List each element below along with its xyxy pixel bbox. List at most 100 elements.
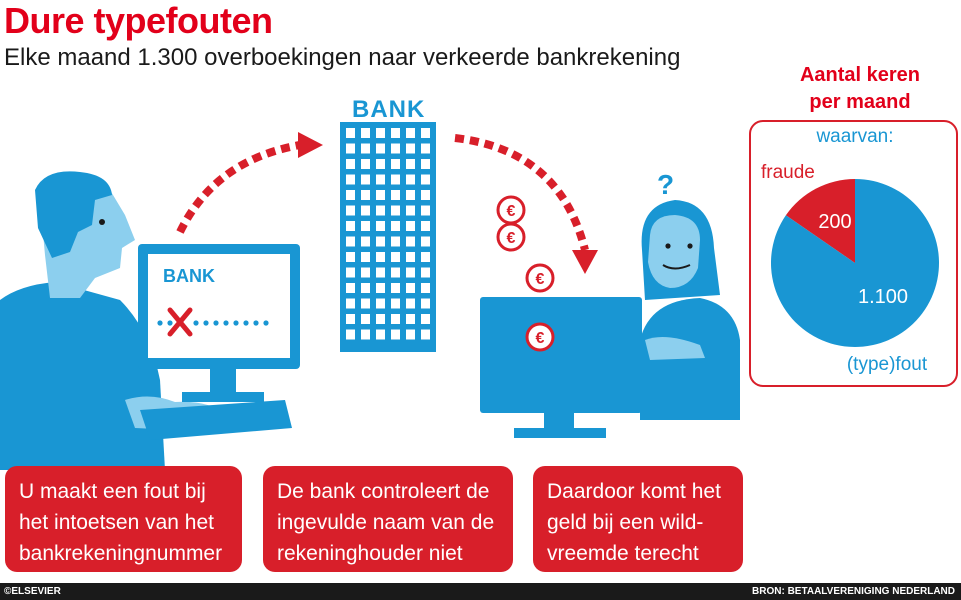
bank-sign: BANK — [352, 96, 425, 123]
bank-window — [361, 174, 370, 185]
bank-window — [361, 252, 370, 262]
caption-step-1: U maakt een fout bij het intoetsen van h… — [5, 466, 242, 572]
bank-window — [376, 205, 385, 216]
caption-line: ingevulde naam van de — [277, 511, 495, 534]
bank-window — [421, 283, 430, 293]
bank-window — [421, 190, 430, 200]
bank-window — [376, 190, 385, 200]
bank-window — [391, 159, 400, 169]
caption-line: De bank controleert de — [277, 480, 490, 503]
bank-window — [406, 174, 415, 185]
bank-window — [376, 159, 385, 169]
bank-window — [406, 298, 415, 309]
pie-category-label: fraude — [761, 162, 815, 183]
caption-line: rekeninghouder niet — [277, 542, 463, 565]
question-mark-icon: ? — [657, 169, 674, 200]
bank-window — [361, 267, 370, 278]
page-title: Dure typefouten — [4, 0, 273, 41]
bank-window — [376, 314, 385, 324]
bank-window — [376, 236, 385, 247]
bank-window — [406, 221, 415, 231]
bank-window — [391, 190, 400, 200]
bank-building: BANK — [340, 96, 436, 352]
bank-window — [346, 143, 355, 154]
bank-window — [406, 329, 415, 340]
bank-window — [361, 128, 370, 138]
bank-window — [346, 329, 355, 340]
caption-line: het intoetsen van het — [19, 511, 214, 534]
bank-window — [346, 252, 355, 262]
svg-text:€: € — [536, 271, 545, 288]
bank-window — [391, 267, 400, 278]
bank-window — [391, 329, 400, 340]
bank-window — [376, 143, 385, 154]
pie-category-label: (type)fout — [847, 354, 928, 375]
bank-window — [391, 252, 400, 262]
caption-step-3: Daardoor komt het geld bij een wild- vre… — [533, 466, 743, 572]
bank-window — [391, 221, 400, 231]
bank-window — [421, 205, 430, 216]
bank-window — [391, 205, 400, 216]
bank-window — [421, 267, 430, 278]
bank-window — [346, 174, 355, 185]
bank-window — [376, 128, 385, 138]
svg-text:€: € — [507, 230, 516, 247]
bank-window — [346, 298, 355, 309]
monitor-right: € — [480, 297, 642, 438]
svg-text:€: € — [507, 203, 516, 220]
bank-window — [346, 283, 355, 293]
svg-text:€: € — [536, 330, 545, 347]
bank-window — [421, 221, 430, 231]
chart-title-line: Aantal keren — [799, 64, 921, 86]
bank-window — [376, 221, 385, 231]
bank-window — [346, 128, 355, 138]
bank-window — [376, 174, 385, 185]
bank-window — [391, 298, 400, 309]
bank-window — [406, 267, 415, 278]
bank-window — [406, 205, 415, 216]
bank-window — [376, 267, 385, 278]
bank-window — [406, 190, 415, 200]
screen-bank-label: BANK — [163, 266, 215, 286]
footer-source: BRON: BETAALVERENIGING NEDERLAND — [752, 586, 955, 597]
bank-window — [391, 283, 400, 293]
bank-window — [346, 159, 355, 169]
chart-subtitle: waarvan: — [815, 126, 893, 147]
bank-window — [346, 314, 355, 324]
pie-slice-fraude — [785, 178, 856, 263]
bank-window — [421, 128, 430, 138]
bank-window — [376, 329, 385, 340]
pie-value-label: 1.100 — [858, 286, 908, 308]
bank-window — [361, 205, 370, 216]
bank-window — [421, 314, 430, 324]
bank-window — [421, 298, 430, 309]
bank-window — [376, 298, 385, 309]
footer: ©ELSEVIER BRON: BETAALVERENIGING NEDERLA… — [0, 583, 961, 600]
chart-title: Aantal keren per maand — [765, 62, 955, 116]
arrow-to-stranger-icon — [454, 134, 598, 274]
woman-illustration: ? — [640, 169, 740, 420]
bank-window — [376, 252, 385, 262]
bank-window — [391, 314, 400, 324]
bank-window — [406, 283, 415, 293]
error-x-icon — [167, 307, 193, 337]
bank-window — [346, 205, 355, 216]
caption-line: bankrekeningnummer — [19, 542, 223, 565]
bank-window — [406, 143, 415, 154]
caption-line: U maakt een fout bij — [19, 480, 206, 503]
bank-window — [346, 267, 355, 278]
bank-window — [406, 159, 415, 169]
bank-window — [361, 329, 370, 340]
pie-value-label: 200 — [818, 211, 851, 233]
chart-title-line: per maand — [809, 91, 911, 113]
bank-window — [361, 159, 370, 169]
bank-window — [406, 314, 415, 324]
bank-window — [361, 190, 370, 200]
euro-coin-icon: € — [525, 322, 555, 352]
illustration: BANK BANK € € € € — [0, 96, 740, 470]
caption-step-2: De bank controleert de ingevulde naam va… — [263, 466, 513, 572]
arrow-to-bank-icon — [176, 132, 323, 234]
bank-window — [406, 128, 415, 138]
bank-window — [346, 221, 355, 231]
bank-window — [361, 298, 370, 309]
